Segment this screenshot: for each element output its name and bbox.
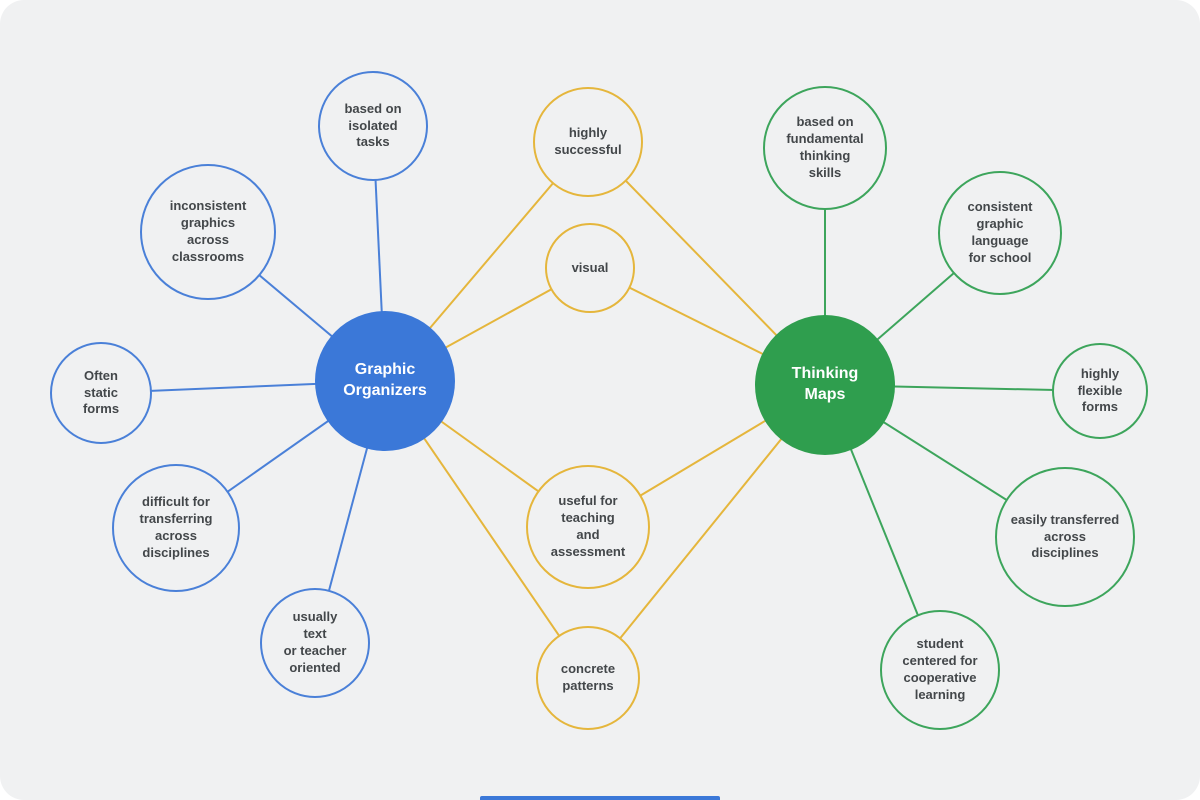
node-thinking-maps[interactable]: Thinking Maps	[755, 315, 895, 455]
node-highly-flexible-forms[interactable]: highly flexible forms	[1052, 343, 1148, 439]
node-concrete-patterns[interactable]: concrete patterns	[536, 626, 640, 730]
node-consistent-graphic-language[interactable]: consistent graphic language for school	[938, 171, 1062, 295]
bottom-accent-line	[480, 796, 720, 800]
node-based-on-fundamental-thinking-skills[interactable]: based on fundamental thinking skills	[763, 86, 887, 210]
node-visual[interactable]: visual	[545, 223, 635, 313]
node-inconsistent-graphics[interactable]: inconsistent graphics across classrooms	[140, 164, 276, 300]
node-graphic-organizers[interactable]: Graphic Organizers	[315, 311, 455, 451]
node-useful-teaching-assessment[interactable]: useful for teaching and assessment	[526, 465, 650, 589]
node-usually-text-teacher[interactable]: usually text or teacher oriented	[260, 588, 370, 698]
node-student-centered[interactable]: student centered for cooperative learnin…	[880, 610, 1000, 730]
node-difficult-transferring[interactable]: difficult for transferring across discip…	[112, 464, 240, 592]
node-highly-successful[interactable]: highly successful	[533, 87, 643, 197]
node-based-on-isolated-tasks[interactable]: based on isolated tasks	[318, 71, 428, 181]
node-easily-transferred[interactable]: easily transferred across disciplines	[995, 467, 1135, 607]
node-often-static-forms[interactable]: Often static forms	[50, 342, 152, 444]
